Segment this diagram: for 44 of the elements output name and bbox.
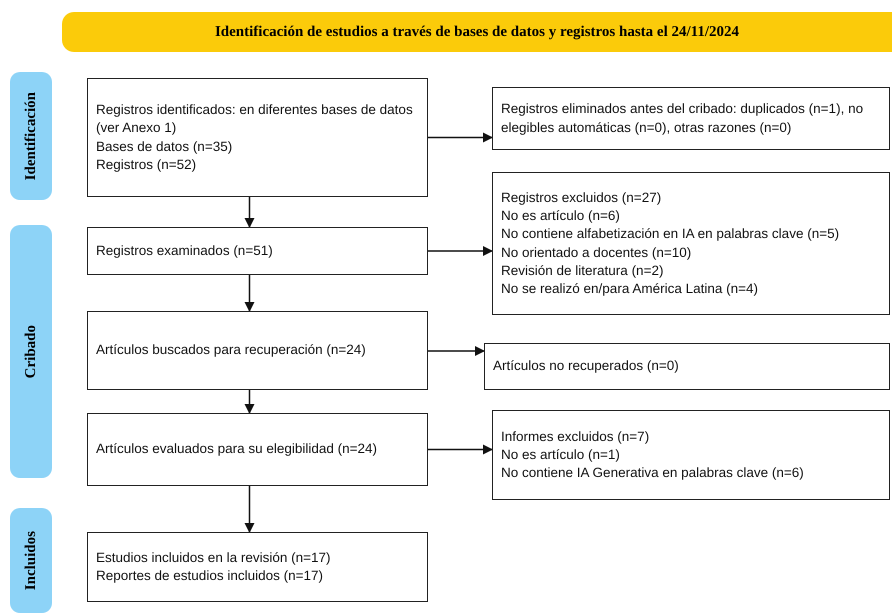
exclusion-box <box>492 87 890 150</box>
box-text: No es artículo (n=1) <box>501 446 621 464</box>
box-text: Registros eliminados antes del cribado: duplicados (n=1), no elegibles automáticas (n=0), otras razones (n=0) <box>501 100 864 137</box>
box-text: No se realizó en/para América Latina (n=4) <box>501 280 760 298</box>
arrow <box>428 444 493 454</box>
exclusion-box <box>492 410 890 500</box>
box-text: Bases de datos (n=35) <box>96 138 234 156</box>
phase-band <box>10 72 52 200</box>
box-text: Artículos buscados para recuperación (n=24) <box>96 341 367 360</box>
box-text: Revisión de literatura (n=2) <box>501 262 664 280</box>
arrow <box>428 132 493 142</box>
arrow <box>428 346 485 356</box>
phase-label: Identificación <box>22 92 40 180</box>
box-text: Estudios incluidos en la revisión (n=17) <box>96 548 332 567</box>
phase-label: Cribado <box>22 324 40 378</box>
arrow <box>244 197 254 228</box>
arrow <box>244 275 254 312</box>
box-text: No orientado a docentes (n=10) <box>501 244 692 262</box>
process-box <box>87 413 428 486</box>
box-text: No es artículo (n=6) <box>501 207 621 226</box>
process-box <box>87 311 428 390</box>
process-box <box>87 532 428 602</box>
title-text: Identificación de estudios a través de bases de datos y registros hasta el 24/11/2024 <box>214 24 740 40</box>
arrow <box>244 486 254 533</box>
header-banner <box>62 12 892 52</box>
box-text: Artículos evaluados para su elegibilidad (n=24) <box>96 440 378 458</box>
phase-band <box>10 508 52 613</box>
box-text: Registros excluidos (n=27) <box>501 188 662 207</box>
phase-label: Incluidos <box>22 530 40 590</box>
box-text: Reportes de estudios incluidos (n=17) <box>96 567 324 585</box>
box-text: Artículos no recuperados (n=0) <box>493 357 680 376</box>
box-text: No contiene alfabetización en IA en palabras clave (n=5) <box>501 225 840 244</box>
box-text: Registros examinados (n=51) <box>96 242 274 260</box>
phase-band <box>10 225 52 478</box>
process-box <box>87 227 428 275</box>
box-text: Registros identificados: en diferentes bases de datos (ver Anexo 1) <box>96 101 414 138</box>
box-text: Informes excluidos (n=7) <box>501 428 650 446</box>
arrow <box>428 246 493 256</box>
box-text: No contiene IA Generativa en palabras clave (n=6) <box>501 464 805 482</box>
process-box <box>87 78 428 197</box>
exclusion-box <box>484 343 890 390</box>
box-text: Registros (n=52) <box>96 156 198 174</box>
arrow <box>244 390 254 414</box>
exclusion-box <box>492 172 890 315</box>
